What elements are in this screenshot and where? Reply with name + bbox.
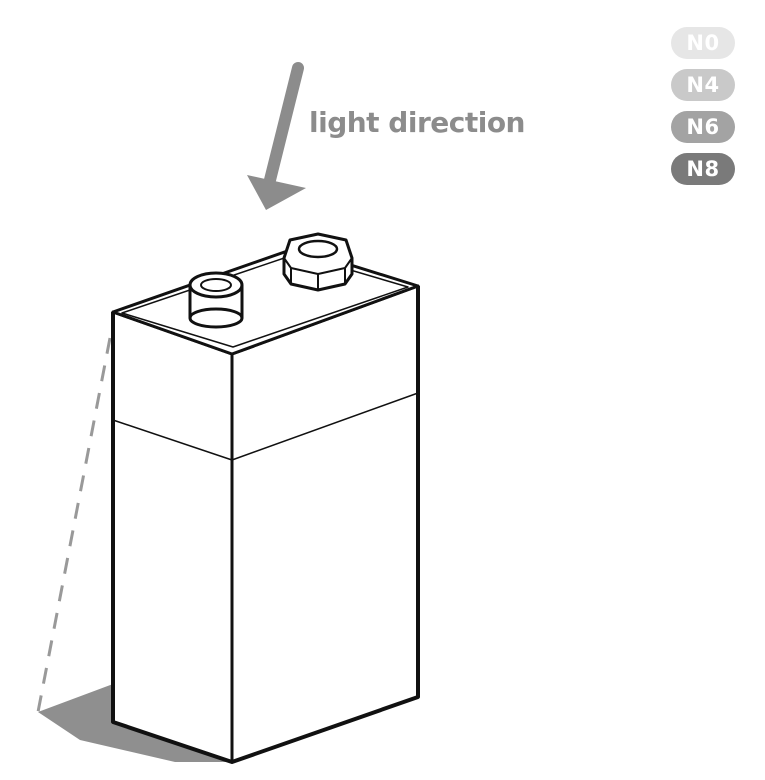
swatch-n4: N4 [671, 69, 735, 101]
swatch-n0: N0 [671, 27, 735, 59]
terminal-nut-icon [282, 232, 354, 292]
swatch-n6: N6 [671, 111, 735, 143]
light-direction-label: light direction [309, 106, 526, 139]
battery-body [111, 246, 420, 764]
swatch-n8: N8 [671, 153, 735, 185]
cast-shadow [38, 684, 232, 762]
value-swatches: N0 N4 N6 N8 [671, 27, 735, 195]
light-direction-arrow [247, 62, 306, 210]
projection-line-left [36, 337, 112, 713]
terminal-post-icon [188, 271, 244, 329]
